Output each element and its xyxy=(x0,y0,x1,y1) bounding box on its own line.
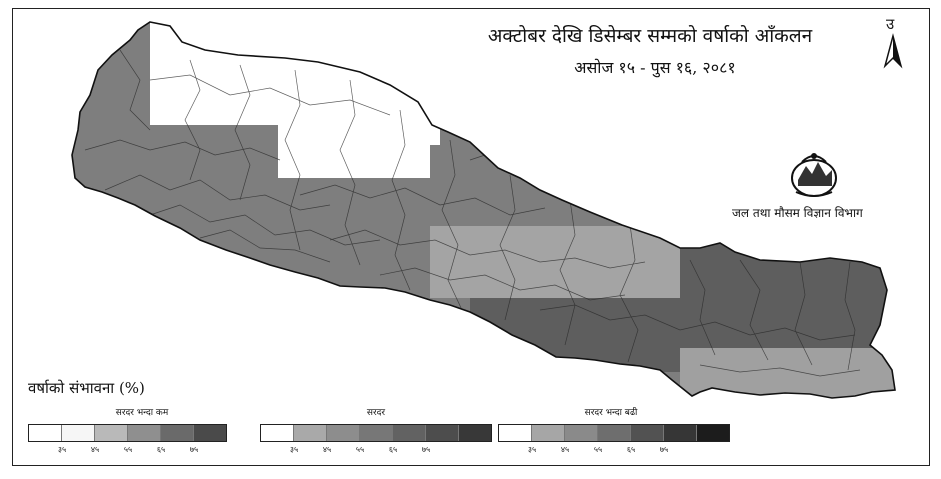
department-name: जल तथा मौसम विज्ञान विभाग xyxy=(732,206,863,220)
legend-swatch xyxy=(194,425,226,441)
legend-swatch xyxy=(360,425,393,441)
legend-swatch xyxy=(95,425,128,441)
legend-tick-label: ५५ xyxy=(355,445,365,454)
legend-title: वर्षाको संभावना (%) xyxy=(28,379,145,397)
legend-swatch xyxy=(128,425,161,441)
legend-tick-label: ६५ xyxy=(626,445,636,454)
government-emblem-icon xyxy=(786,148,842,200)
legend-swatch xyxy=(664,425,697,441)
legend-tick-label: ३५ xyxy=(57,445,67,454)
legend-swatch xyxy=(565,425,598,441)
legend-swatch xyxy=(598,425,631,441)
north-arrow-icon xyxy=(883,33,903,69)
legend-swatch xyxy=(294,425,327,441)
legend-swatch xyxy=(532,425,565,441)
zone-above-normal xyxy=(470,226,895,372)
zone-normal-light xyxy=(430,226,680,298)
legend-swatch xyxy=(393,425,426,441)
legend-tick-label: ४५ xyxy=(90,445,100,454)
legend-caption: सरदर भन्दा बढी xyxy=(584,408,638,418)
legend-tick-label: ६५ xyxy=(388,445,398,454)
legend-tick-label: ६५ xyxy=(156,445,166,454)
legend-swatch xyxy=(499,425,532,441)
legend-tick-label: ३५ xyxy=(527,445,537,454)
legend-swatch xyxy=(459,425,491,441)
legend-tick-label: ७५ xyxy=(659,445,669,454)
legend-swatch xyxy=(261,425,294,441)
legend-caption: सरदर xyxy=(366,408,386,418)
map-title: अक्टोबर देखि डिसेम्बर सम्मको वर्षाको आँक… xyxy=(487,25,813,47)
legend-tick-label: ४५ xyxy=(560,445,570,454)
legend-swatch xyxy=(29,425,62,441)
legend-caption: सरदर भन्दा कम xyxy=(115,408,169,418)
legend-swatch xyxy=(426,425,459,441)
legend-swatch xyxy=(62,425,95,441)
legend-tick-label: ३५ xyxy=(289,445,299,454)
legend-swatch xyxy=(161,425,194,441)
north-label: उ xyxy=(886,15,895,33)
legend-swatch xyxy=(631,425,664,441)
legend-tick-label: ७५ xyxy=(421,445,431,454)
legend-color-bar xyxy=(260,424,492,442)
legend-swatch xyxy=(697,425,729,441)
zone-above-normal-light xyxy=(680,348,895,398)
country-outline xyxy=(71,21,896,399)
legend-color-bar xyxy=(28,424,227,442)
north-arrow: उ xyxy=(880,14,906,70)
legend-tick-label: ७५ xyxy=(189,445,199,454)
legend-tick-label: ५५ xyxy=(123,445,133,454)
legend-tick-label: ४५ xyxy=(322,445,332,454)
legend-swatch xyxy=(327,425,360,441)
legend-color-bar xyxy=(498,424,730,442)
legend-tick-label: ५५ xyxy=(593,445,603,454)
map-subtitle: असोज १५ - पुस १६, २०८१ xyxy=(574,58,736,77)
